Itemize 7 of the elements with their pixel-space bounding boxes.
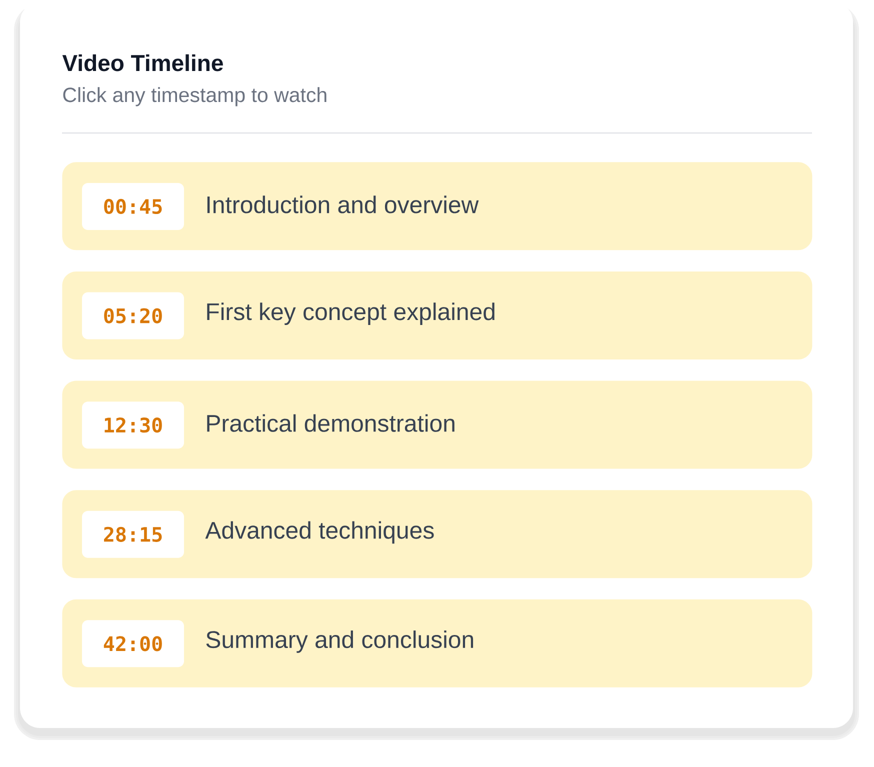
timestamp-button: 12:30	[82, 402, 184, 449]
timestamp-button: 05:20	[82, 292, 184, 340]
subtitle: Click any timestamp to watch	[63, 87, 326, 106]
timestamp-button: 42:00	[82, 620, 184, 668]
title: Video Timeline	[62, 54, 223, 72]
timestamp-button: 28:15	[82, 510, 184, 558]
timestamp-button: 00:45	[82, 182, 184, 230]
